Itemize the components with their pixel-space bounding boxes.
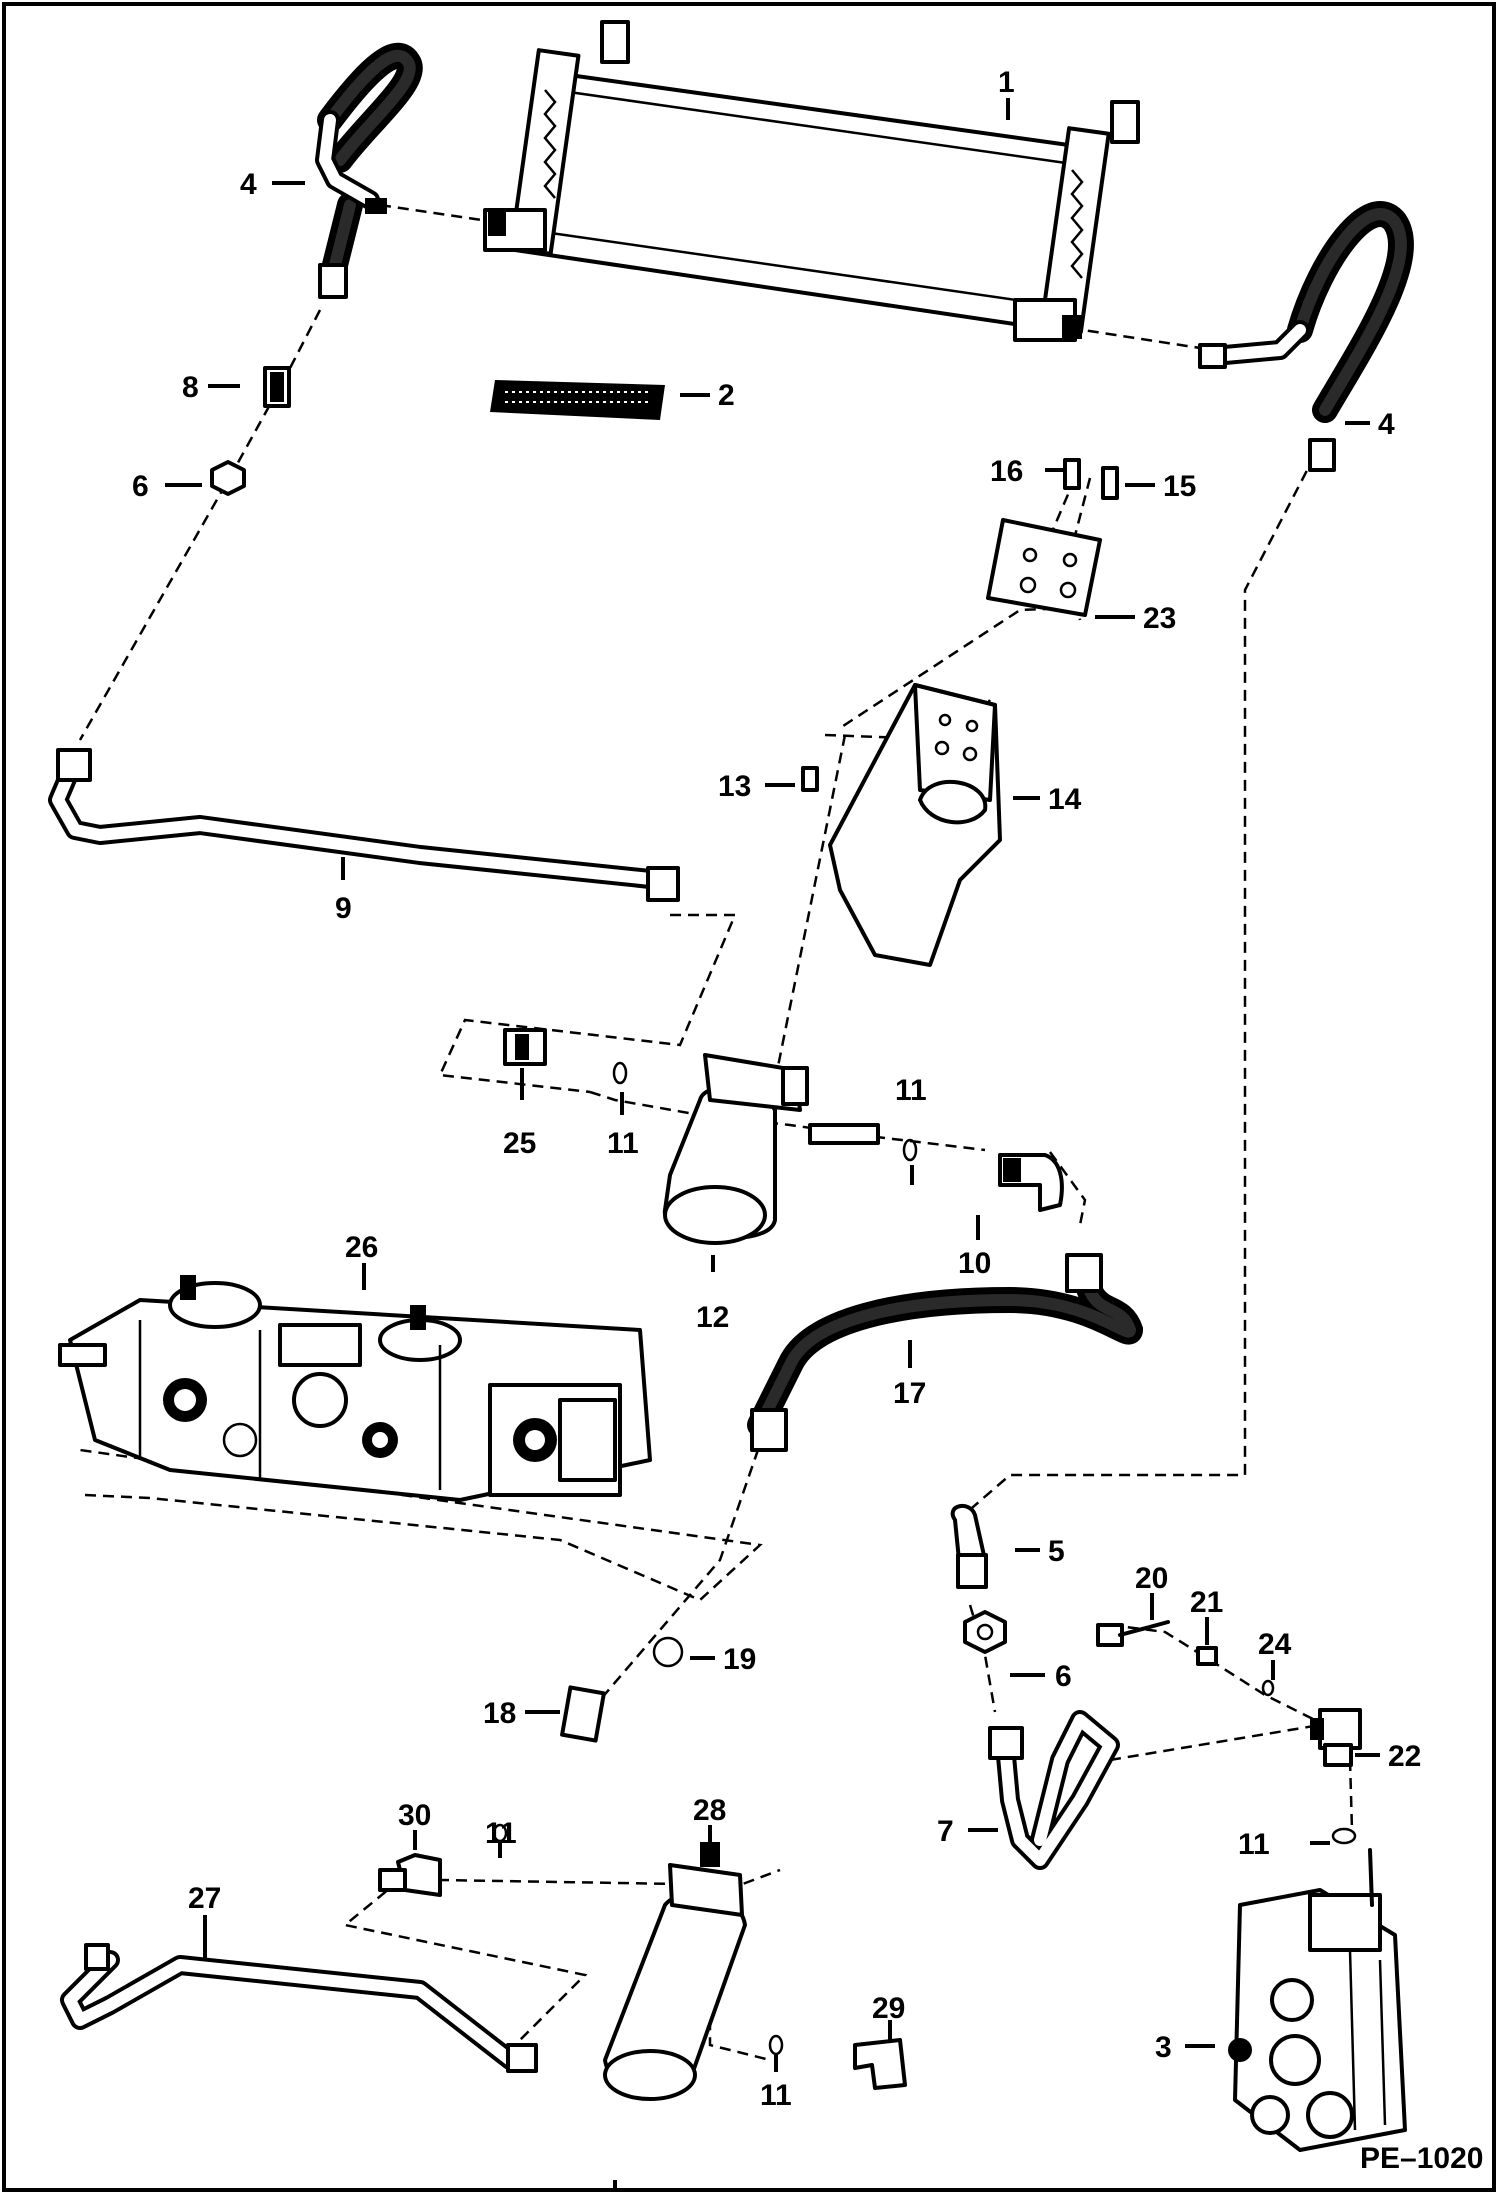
callout-11-d: 11 <box>760 2079 792 2112</box>
callout-28: 28 <box>693 1794 726 1827</box>
fitting-21 <box>1196 1646 1218 1666</box>
fitting-25 <box>503 1028 547 1066</box>
decal <box>490 380 665 420</box>
pump-26 <box>58 1275 652 1502</box>
o-ring-19 <box>652 1636 684 1668</box>
callout-29: 29 <box>872 1992 905 2025</box>
callout-30: 30 <box>398 1799 431 1832</box>
callout-26: 26 <box>345 1231 378 1264</box>
tube-7 <box>988 1710 1120 1870</box>
callout-20: 20 <box>1135 1562 1168 1595</box>
callout-17: 17 <box>893 1377 926 1410</box>
callout-15: 15 <box>1163 470 1196 503</box>
filter-12 <box>662 1053 880 1245</box>
callout-19: 19 <box>723 1643 756 1676</box>
o-rings <box>492 1061 1357 2056</box>
bolt-15 <box>1101 466 1119 500</box>
callout-2: 2 <box>718 379 735 412</box>
o-ring-24 <box>1261 1679 1275 1697</box>
callout-21: 21 <box>1190 1586 1223 1619</box>
callout-25: 25 <box>503 1127 536 1160</box>
fitting-22 <box>1310 1708 1362 1767</box>
callout-16: 16 <box>990 455 1023 488</box>
fitting-29 <box>853 2038 907 2090</box>
callout-5: 5 <box>1048 1535 1065 1568</box>
valve-3 <box>1228 1848 1407 2152</box>
nut-6-lower <box>963 1610 1007 1654</box>
callout-6-lower: 6 <box>1055 1660 1072 1693</box>
callout-11-e: 11 <box>1238 1828 1270 1861</box>
callout-27: 27 <box>188 1882 221 1915</box>
callout-23: 23 <box>1143 602 1176 635</box>
oil-cooler <box>483 20 1140 342</box>
bolt-13 <box>801 766 819 792</box>
callout-8: 8 <box>182 371 199 404</box>
fitting-30 <box>378 1853 442 1897</box>
callout-14: 14 <box>1048 783 1082 816</box>
callout-24: 24 <box>1258 1628 1292 1661</box>
callout-18: 18 <box>483 1697 516 1730</box>
tube-9 <box>48 748 680 902</box>
figure-reference: PE–1020 <box>1360 2142 1483 2175</box>
callout-13: 13 <box>718 770 751 803</box>
hose-17 <box>747 1253 1144 1452</box>
plate-23 <box>986 518 1102 617</box>
callout-7: 7 <box>937 1815 954 1848</box>
callout-12: 12 <box>696 1301 729 1334</box>
hose-left <box>315 42 423 299</box>
callout-labels: 1 2 3 4 4 5 6 6 7 8 9 10 11 11 11 11 11 … <box>132 66 1421 2112</box>
callout-10: 10 <box>958 1247 991 1280</box>
bolt-16 <box>1063 458 1081 490</box>
callout-11-b: 11 <box>895 1074 927 1107</box>
fitting-18 <box>560 1685 606 1743</box>
bolt-20 <box>1096 1620 1170 1647</box>
callout-4-right: 4 <box>1378 408 1395 441</box>
callout-11-c: 11 <box>485 1817 517 1850</box>
callout-4-left: 4 <box>240 168 257 201</box>
callout-11-a: 11 <box>607 1127 639 1160</box>
callout-22: 22 <box>1388 1740 1421 1773</box>
elbow-10 <box>998 1153 1064 1212</box>
callout-6-upper: 6 <box>132 470 149 503</box>
bracket-14 <box>828 683 1002 967</box>
callout-1: 1 <box>998 66 1015 99</box>
callout-3: 3 <box>1155 2031 1172 2064</box>
nut-6-upper <box>210 460 246 496</box>
filter-28 <box>603 1842 747 2101</box>
leader-lines <box>165 98 1380 2072</box>
tube-27 <box>60 1943 538 2073</box>
callout-9: 9 <box>335 892 352 925</box>
adapter-8 <box>263 366 291 408</box>
hose-right <box>1198 201 1414 472</box>
fitting-5 <box>950 1504 988 1589</box>
